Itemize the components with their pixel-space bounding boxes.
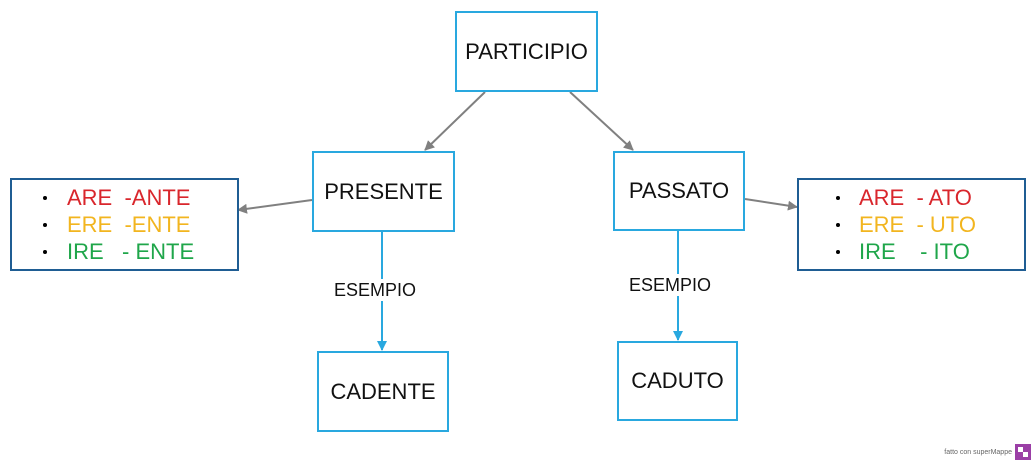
node-cadente[interactable]: CADENTE bbox=[317, 351, 449, 432]
edge-label-passato-esempio: ESEMPIO bbox=[628, 274, 713, 296]
edge-label-presente-esempio: ESEMPIO bbox=[333, 279, 418, 301]
supermappe-logo-icon bbox=[1015, 444, 1031, 460]
node-cadente-label: CADENTE bbox=[330, 378, 436, 404]
node-passato-label: PASSATO bbox=[628, 178, 730, 203]
arrow-participio-passato bbox=[569, 91, 634, 151]
ending-text: ERE - UTO bbox=[859, 212, 976, 237]
node-participio[interactable]: PARTICIPIO bbox=[455, 11, 598, 92]
node-caduto-label: CADUTO bbox=[631, 368, 724, 393]
arrow-passato-endings bbox=[744, 198, 798, 211]
arrow-participio-presente bbox=[424, 91, 486, 151]
bullet-icon bbox=[43, 223, 47, 227]
ending-text: ARE - ATO bbox=[859, 185, 972, 210]
list-item: ERE - UTO bbox=[799, 211, 1024, 238]
list-item: IRE - ITO bbox=[799, 238, 1024, 265]
arrow-presente-endings bbox=[237, 199, 313, 214]
node-passato[interactable]: PASSATO bbox=[613, 151, 745, 231]
logo-text: fatto con superMappe bbox=[944, 448, 1012, 456]
passato-endings-box[interactable]: ARE - ATO ERE - UTO IRE - ITO bbox=[797, 178, 1026, 271]
list-item: IRE - ENTE bbox=[12, 238, 237, 265]
bullet-icon bbox=[43, 250, 47, 254]
ending-text: IRE - ENTE bbox=[67, 239, 195, 264]
node-participio-label: PARTICIPIO bbox=[465, 38, 588, 64]
ending-text: ERE -ENTE bbox=[67, 212, 191, 237]
bullet-icon bbox=[43, 196, 47, 200]
bullet-icon bbox=[836, 250, 840, 254]
bullet-icon bbox=[836, 223, 840, 227]
ending-text: IRE - ITO bbox=[859, 239, 970, 264]
node-presente[interactable]: PRESENTE bbox=[312, 151, 455, 232]
bullet-icon bbox=[836, 196, 840, 200]
node-caduto[interactable]: CADUTO bbox=[617, 341, 738, 421]
supermappe-logo: fatto con superMappe bbox=[944, 444, 1031, 460]
node-presente-label: PRESENTE bbox=[324, 178, 443, 204]
presente-endings-box[interactable]: ARE -ANTE ERE -ENTE IRE - ENTE bbox=[10, 178, 239, 271]
list-item: ARE - ATO bbox=[799, 184, 1024, 211]
list-item: ARE -ANTE bbox=[12, 184, 237, 211]
ending-text: ARE -ANTE bbox=[67, 185, 191, 210]
list-item: ERE -ENTE bbox=[12, 211, 237, 238]
